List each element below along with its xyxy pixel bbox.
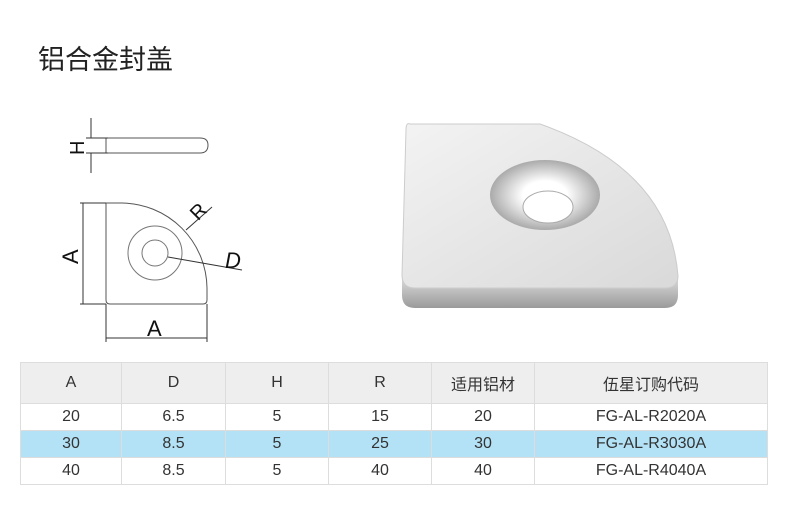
- cell: 20: [431, 403, 535, 431]
- cell: 5: [225, 430, 329, 458]
- cell: 6.5: [121, 403, 226, 431]
- cell: FG-AL-R3030A: [534, 430, 768, 458]
- cell: 5: [225, 457, 329, 485]
- header-r: R: [328, 362, 432, 404]
- table-header-row: A D H R 适用铝材 伍星订购代码: [20, 362, 768, 404]
- cell: 40: [431, 457, 535, 485]
- header-a: A: [20, 362, 122, 404]
- label-a-vertical: A: [58, 249, 83, 264]
- cell: 8.5: [121, 457, 226, 485]
- cell: 40: [20, 457, 122, 485]
- cell: 25: [328, 430, 432, 458]
- cell: 15: [328, 403, 432, 431]
- product-image: [401, 123, 679, 308]
- technical-drawing: H A A R D: [58, 118, 243, 342]
- label-h: H: [67, 141, 89, 155]
- cell: FG-AL-R4040A: [534, 457, 768, 485]
- label-a-horizontal: A: [147, 316, 162, 341]
- cell: FG-AL-R2020A: [534, 403, 768, 431]
- cell: 5: [225, 403, 329, 431]
- label-r: R: [186, 199, 212, 225]
- page-title: 铝合金封盖: [38, 45, 173, 76]
- cell: 30: [20, 430, 122, 458]
- header-order-code: 伍星订购代码: [534, 362, 768, 404]
- label-d: D: [225, 248, 241, 273]
- header-profile: 适用铝材: [431, 362, 535, 404]
- cell: 8.5: [121, 430, 226, 458]
- cell: 40: [328, 457, 432, 485]
- cell: 30: [431, 430, 535, 458]
- header-h: H: [225, 362, 329, 404]
- cell: 20: [20, 403, 122, 431]
- header-d: D: [121, 362, 226, 404]
